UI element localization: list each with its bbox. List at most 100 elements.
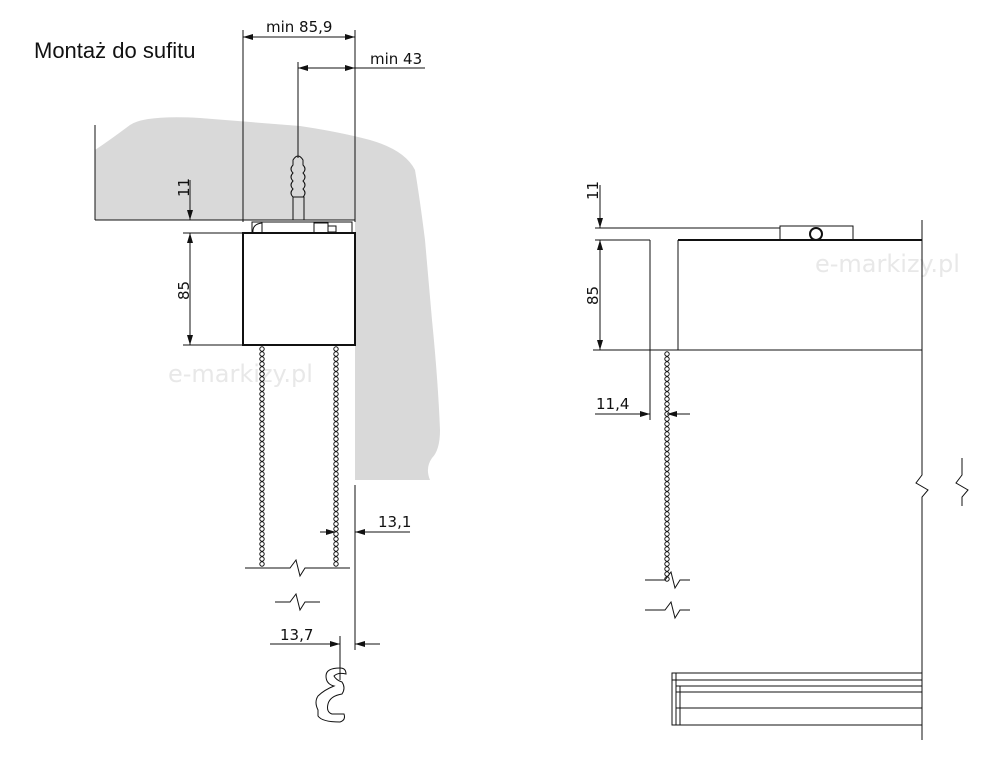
chain-bead	[259, 471, 265, 477]
chain-bead	[259, 511, 265, 517]
chain-bead	[333, 556, 339, 562]
chain-bead	[259, 451, 265, 457]
chain-bead	[333, 511, 339, 517]
ceiling-section	[95, 117, 440, 481]
chain-bead	[259, 386, 265, 392]
chain-bead	[259, 371, 265, 377]
chain-bead	[664, 441, 670, 447]
chain-bead	[333, 471, 339, 477]
chain-bead	[664, 426, 670, 432]
wall-line	[915, 220, 929, 740]
chain-bead	[664, 531, 670, 537]
chain-bead	[259, 541, 265, 547]
chain-bead	[664, 521, 670, 527]
chain-bead	[333, 491, 339, 497]
chain-bead	[259, 381, 265, 387]
chain-bead	[259, 561, 265, 567]
chain-bead	[664, 396, 670, 402]
chain-bead	[333, 516, 339, 522]
chain-bead	[333, 391, 339, 397]
chain-bead	[259, 526, 265, 532]
chain-bead	[664, 446, 670, 452]
watermark-left: e-markizy.pl	[168, 360, 313, 388]
chain-bead	[259, 361, 265, 367]
chain-bead	[664, 401, 670, 407]
chain-bead	[259, 516, 265, 522]
chain-bead	[259, 476, 265, 482]
bead-chains	[259, 346, 670, 582]
chain-bead	[259, 546, 265, 552]
chain-bead	[333, 371, 339, 377]
dimension-chain-label-right: 11,4	[596, 395, 629, 413]
chain-bead	[664, 391, 670, 397]
chain-bead	[333, 386, 339, 392]
watermark-right: e-markizy.pl	[815, 250, 960, 278]
chain-bead	[259, 346, 265, 352]
break-line	[645, 570, 690, 590]
chain-bead	[333, 411, 339, 417]
chain-bead	[664, 466, 670, 472]
chain-bead	[259, 421, 265, 427]
chain-bead	[259, 501, 265, 507]
chain-bead	[333, 506, 339, 512]
chain-bead	[259, 496, 265, 502]
chain-bead	[333, 456, 339, 462]
chain-bead	[333, 496, 339, 502]
chain-bead	[664, 431, 670, 437]
chain-bead	[664, 471, 670, 477]
chain-bead	[259, 411, 265, 417]
chain-bead	[664, 561, 670, 567]
chain-bead	[259, 491, 265, 497]
bead-chain[interactable]	[333, 346, 339, 567]
bead-chain[interactable]	[259, 346, 265, 567]
chain-bead	[664, 386, 670, 392]
chain-bead	[664, 541, 670, 547]
chain-bead	[664, 486, 670, 492]
chain-bead	[664, 551, 670, 557]
chain-bead	[664, 366, 670, 372]
dimension-chain-label: 13,1	[378, 513, 411, 531]
break-line	[645, 600, 690, 620]
chain-bead	[259, 446, 265, 452]
chain-bead	[333, 406, 339, 412]
chain-bead	[333, 451, 339, 457]
chain-bead	[664, 511, 670, 517]
diagram-title: Montaż do sufitu	[34, 38, 195, 63]
chain-bead	[259, 536, 265, 542]
dimension-bar-label: 13,7	[280, 626, 313, 644]
chain-bead	[259, 396, 265, 402]
chain-bead	[333, 521, 339, 527]
dimension-bracket-label: 11	[175, 178, 193, 197]
chain-bead	[664, 496, 670, 502]
chain-bead	[333, 421, 339, 427]
bottom-bar-profile	[315, 667, 347, 723]
chain-bead	[259, 506, 265, 512]
chain-bead	[333, 551, 339, 557]
chain-bead	[333, 401, 339, 407]
chain-bead	[333, 356, 339, 362]
chain-bead	[664, 546, 670, 552]
chain-bead	[259, 556, 265, 562]
chain-bead	[664, 451, 670, 457]
chain-bead	[259, 426, 265, 432]
chain-bead	[664, 361, 670, 367]
chain-bead	[664, 416, 670, 422]
bead-chain[interactable]	[664, 351, 670, 582]
chain-bead	[333, 446, 339, 452]
chain-bead	[664, 476, 670, 482]
chain-bead	[259, 406, 265, 412]
dimension-width-label: min 85,9	[266, 18, 332, 36]
chain-bead	[259, 441, 265, 447]
chain-bead	[664, 376, 670, 382]
chain-bead	[259, 456, 265, 462]
chain-bead	[259, 461, 265, 467]
chain-bead	[664, 526, 670, 532]
chain-bead	[333, 541, 339, 547]
chain-bead	[333, 351, 339, 357]
dimension-box-label-right: 85	[584, 286, 602, 305]
chain-bead	[259, 521, 265, 527]
break-line	[245, 558, 350, 578]
chain-bead	[333, 396, 339, 402]
